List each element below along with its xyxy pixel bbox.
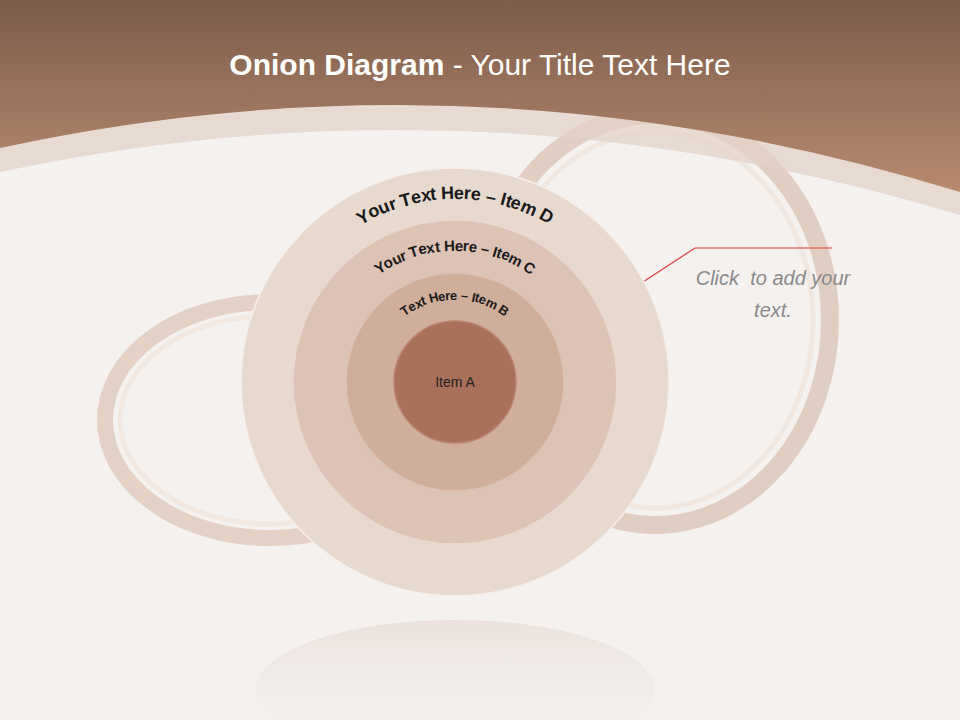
ring-label-char: H <box>443 237 454 252</box>
ring-label-char: – <box>485 187 498 207</box>
header-bar <box>0 0 960 192</box>
ring-label-char: e <box>454 184 464 202</box>
ring-label-char: t <box>434 238 441 254</box>
ring-label-char: e <box>450 288 457 301</box>
circle-shape <box>241 168 669 596</box>
onion-ring: Item AText Here – Item B <box>345 272 565 492</box>
ring-label-char: H <box>441 184 455 202</box>
onion-ring: Item AText Here – Item BYour Text Here –… <box>240 167 670 597</box>
ring-label-char: C <box>521 258 538 276</box>
ring-label-char: t <box>429 185 437 204</box>
ring-label-char: – <box>479 240 490 256</box>
ring-label: Your Text Here – Item C <box>292 219 618 545</box>
onion-ring: Item AText Here – Item BYour Text Here –… <box>292 219 618 545</box>
ring-label-char: e <box>454 237 463 252</box>
core-circle: Item A <box>393 320 517 444</box>
ring-label-char: – <box>460 289 469 303</box>
circle-shape <box>394 321 516 443</box>
ring-label-char: r <box>445 289 451 302</box>
circle-shape <box>293 220 617 544</box>
ring-label-char: B <box>496 302 511 318</box>
ring-label-char: e <box>470 185 482 204</box>
slide-title: Onion Diagram - Your Title Text Here <box>0 48 960 82</box>
ring-label: Your Text Here – Item D <box>240 167 670 597</box>
reflection <box>255 620 655 720</box>
ring-label-char: e <box>468 238 478 254</box>
ring-label: Text Here – Item B <box>345 272 565 492</box>
circle-shape <box>346 273 564 491</box>
callout-text: Click to add your text. <box>690 262 856 326</box>
ring-label-char: D <box>536 205 556 227</box>
core-label: Item A <box>393 320 517 444</box>
